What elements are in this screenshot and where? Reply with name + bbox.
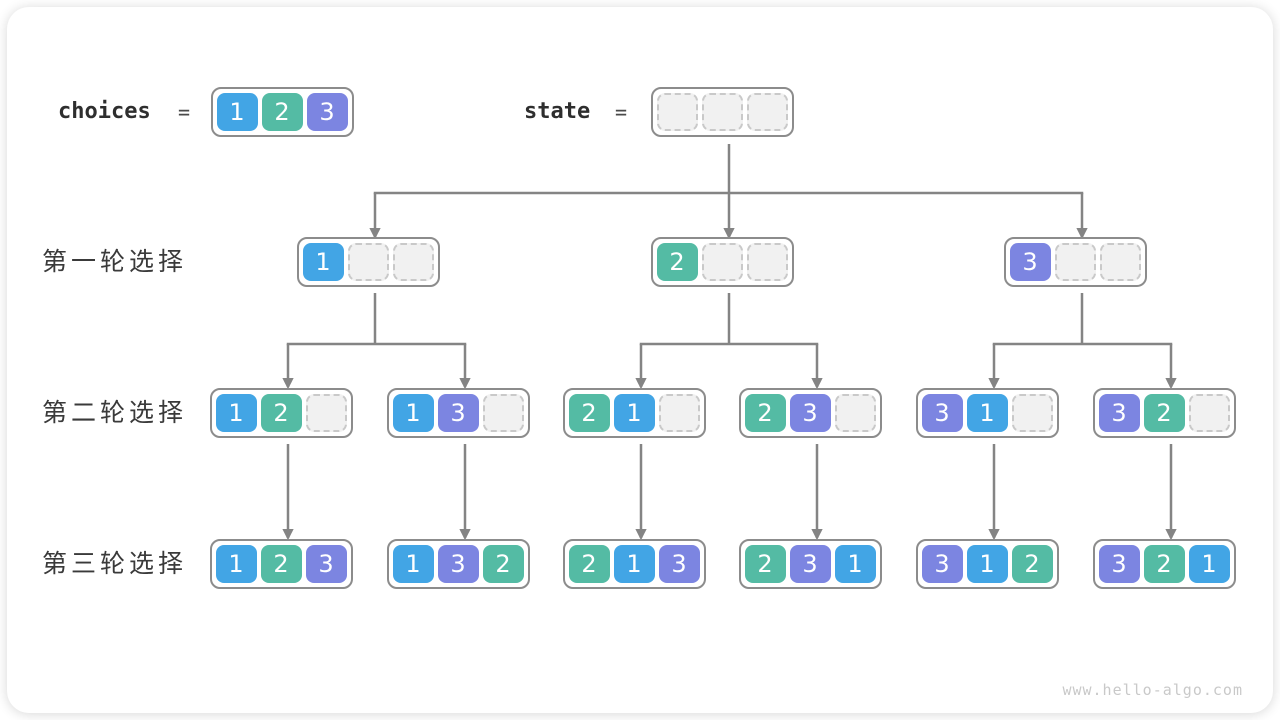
value-cell: 2 [261, 93, 303, 131]
empty-cell [834, 394, 876, 432]
value-cell: 2 [1011, 545, 1053, 583]
value-cell: 1 [216, 93, 258, 131]
state-equals: = [615, 100, 628, 124]
tree-connectors [282, 144, 1177, 541]
empty-cell [482, 394, 524, 432]
node-box: 2 [650, 237, 794, 287]
value-cell: 1 [613, 394, 655, 432]
value-cell: 2 [260, 545, 302, 583]
value-cell: 3 [437, 394, 479, 432]
value-cell: 2 [568, 545, 610, 583]
value-cell: 3 [1009, 243, 1051, 281]
node-box: 1 [296, 237, 440, 287]
value-cell: 3 [1098, 394, 1140, 432]
choices-equals: = [178, 100, 191, 124]
empty-cell [392, 243, 434, 281]
value-cell: 3 [437, 545, 479, 583]
value-cell: 1 [215, 545, 257, 583]
value-cell: 3 [658, 545, 700, 583]
value-cell: 2 [1143, 545, 1185, 583]
value-cell: 2 [656, 243, 698, 281]
value-cell: 2 [568, 394, 610, 432]
value-cell: 1 [966, 545, 1008, 583]
value-cell: 1 [834, 545, 876, 583]
value-cell: 3 [789, 545, 831, 583]
choices-label: choices [58, 99, 151, 124]
value-cell: 2 [482, 545, 524, 583]
empty-cell [746, 93, 788, 131]
value-cell: 1 [392, 545, 434, 583]
empty-cell [1188, 394, 1230, 432]
value-cell: 3 [306, 93, 348, 131]
node-box: 3 [1003, 237, 1147, 287]
value-cell: 3 [921, 394, 963, 432]
round-2-label: 第二轮选择 [42, 399, 188, 427]
empty-cell [1099, 243, 1141, 281]
round-3-label: 第三轮选择 [42, 550, 188, 578]
empty-cell [1054, 243, 1096, 281]
value-cell: 2 [744, 545, 786, 583]
state-label: state [524, 99, 591, 124]
empty-cell [658, 394, 700, 432]
value-cell: 1 [1188, 545, 1230, 583]
value-cell: 1 [302, 243, 344, 281]
value-cell: 2 [744, 394, 786, 432]
value-cell: 1 [215, 394, 257, 432]
empty-cell [305, 394, 347, 432]
value-cell: 1 [966, 394, 1008, 432]
empty-cell [701, 93, 743, 131]
value-cell: 3 [789, 394, 831, 432]
value-cell: 2 [260, 394, 302, 432]
value-cell: 2 [1143, 394, 1185, 432]
value-cell: 1 [392, 394, 434, 432]
empty-cell [347, 243, 389, 281]
empty-cell [1011, 394, 1053, 432]
figure-card: choices = state = 第一轮选择 第二轮选择 第三轮选择 www.… [7, 7, 1273, 713]
round-1-label: 第一轮选择 [42, 248, 188, 276]
empty-cell [746, 243, 788, 281]
value-cell: 3 [1098, 545, 1140, 583]
state-box [650, 87, 794, 137]
value-cell: 3 [921, 545, 963, 583]
watermark: www.hello-algo.com [1062, 681, 1243, 699]
value-cell: 3 [305, 545, 347, 583]
value-cell: 1 [613, 545, 655, 583]
empty-cell [701, 243, 743, 281]
empty-cell [656, 93, 698, 131]
